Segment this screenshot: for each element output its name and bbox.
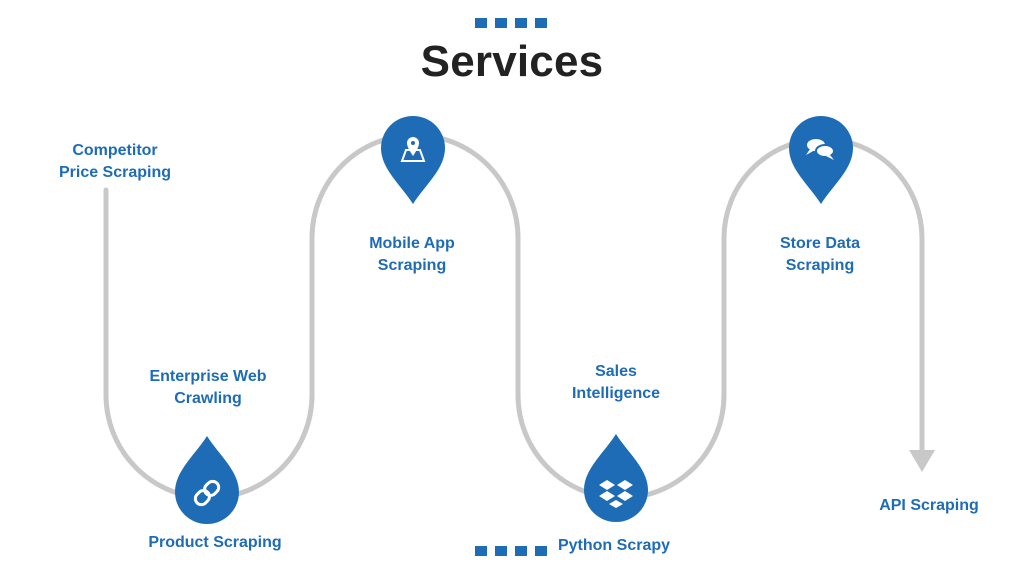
label-line: Python Scrapy [557,537,671,554]
decorative-dot [515,546,527,556]
decorative-dot [495,546,507,556]
store-data-scraping-marker [789,116,853,204]
drop-marker [789,116,853,204]
label-line: Mobile App [369,235,455,252]
label-line: Store Data [779,235,861,252]
decorative-dot [475,18,487,28]
node-label-python-scrapy: Python Scrapy [549,535,679,557]
mobile-app-scraping-marker [381,116,445,204]
node-label-product-scraping: Product Scraping [130,532,300,554]
drop-marker [584,434,648,522]
flow-arrowhead [909,450,935,472]
node-label-store-data-scraping: Store Data Scraping [745,233,895,277]
label-line: Competitor [72,142,158,159]
python-scrapy-marker [584,434,648,522]
node-label-enterprise-web-crawling: Enterprise Web Crawling [128,366,288,410]
label-line: Sales [595,363,637,380]
node-label-sales-intelligence: Sales Intelligence [541,361,691,405]
label-line: Crawling [174,390,242,407]
label-line: Scraping [377,257,447,274]
top-decorative-dots [475,18,547,28]
dropbox-icon [599,480,633,508]
decorative-dot [515,18,527,28]
label-line: Scraping [785,257,855,274]
decorative-dot [495,18,507,28]
node-label-api-scraping: API Scraping [859,495,999,517]
chat-bubble-icon [806,139,835,160]
link-icon [193,479,221,507]
decorative-dot [535,18,547,28]
decorative-dot [475,546,487,556]
node-label-competitor-price-scraping: Competitor Price Scraping [40,140,190,184]
label-line: Intelligence [571,385,661,402]
node-label-mobile-app-scraping: Mobile App Scraping [337,233,487,277]
flow-path [103,132,925,501]
product-scraping-marker [175,436,239,524]
label-line: Price Scraping [58,164,172,181]
decorative-dot [535,546,547,556]
map-pin-icon [400,137,426,162]
bottom-decorative-dots [475,546,547,556]
label-line: API Scraping [879,497,979,514]
page-title: Services [420,37,604,86]
label-line: Product Scraping [148,534,282,551]
label-line: Enterprise Web [149,368,267,385]
drop-marker [175,436,239,524]
